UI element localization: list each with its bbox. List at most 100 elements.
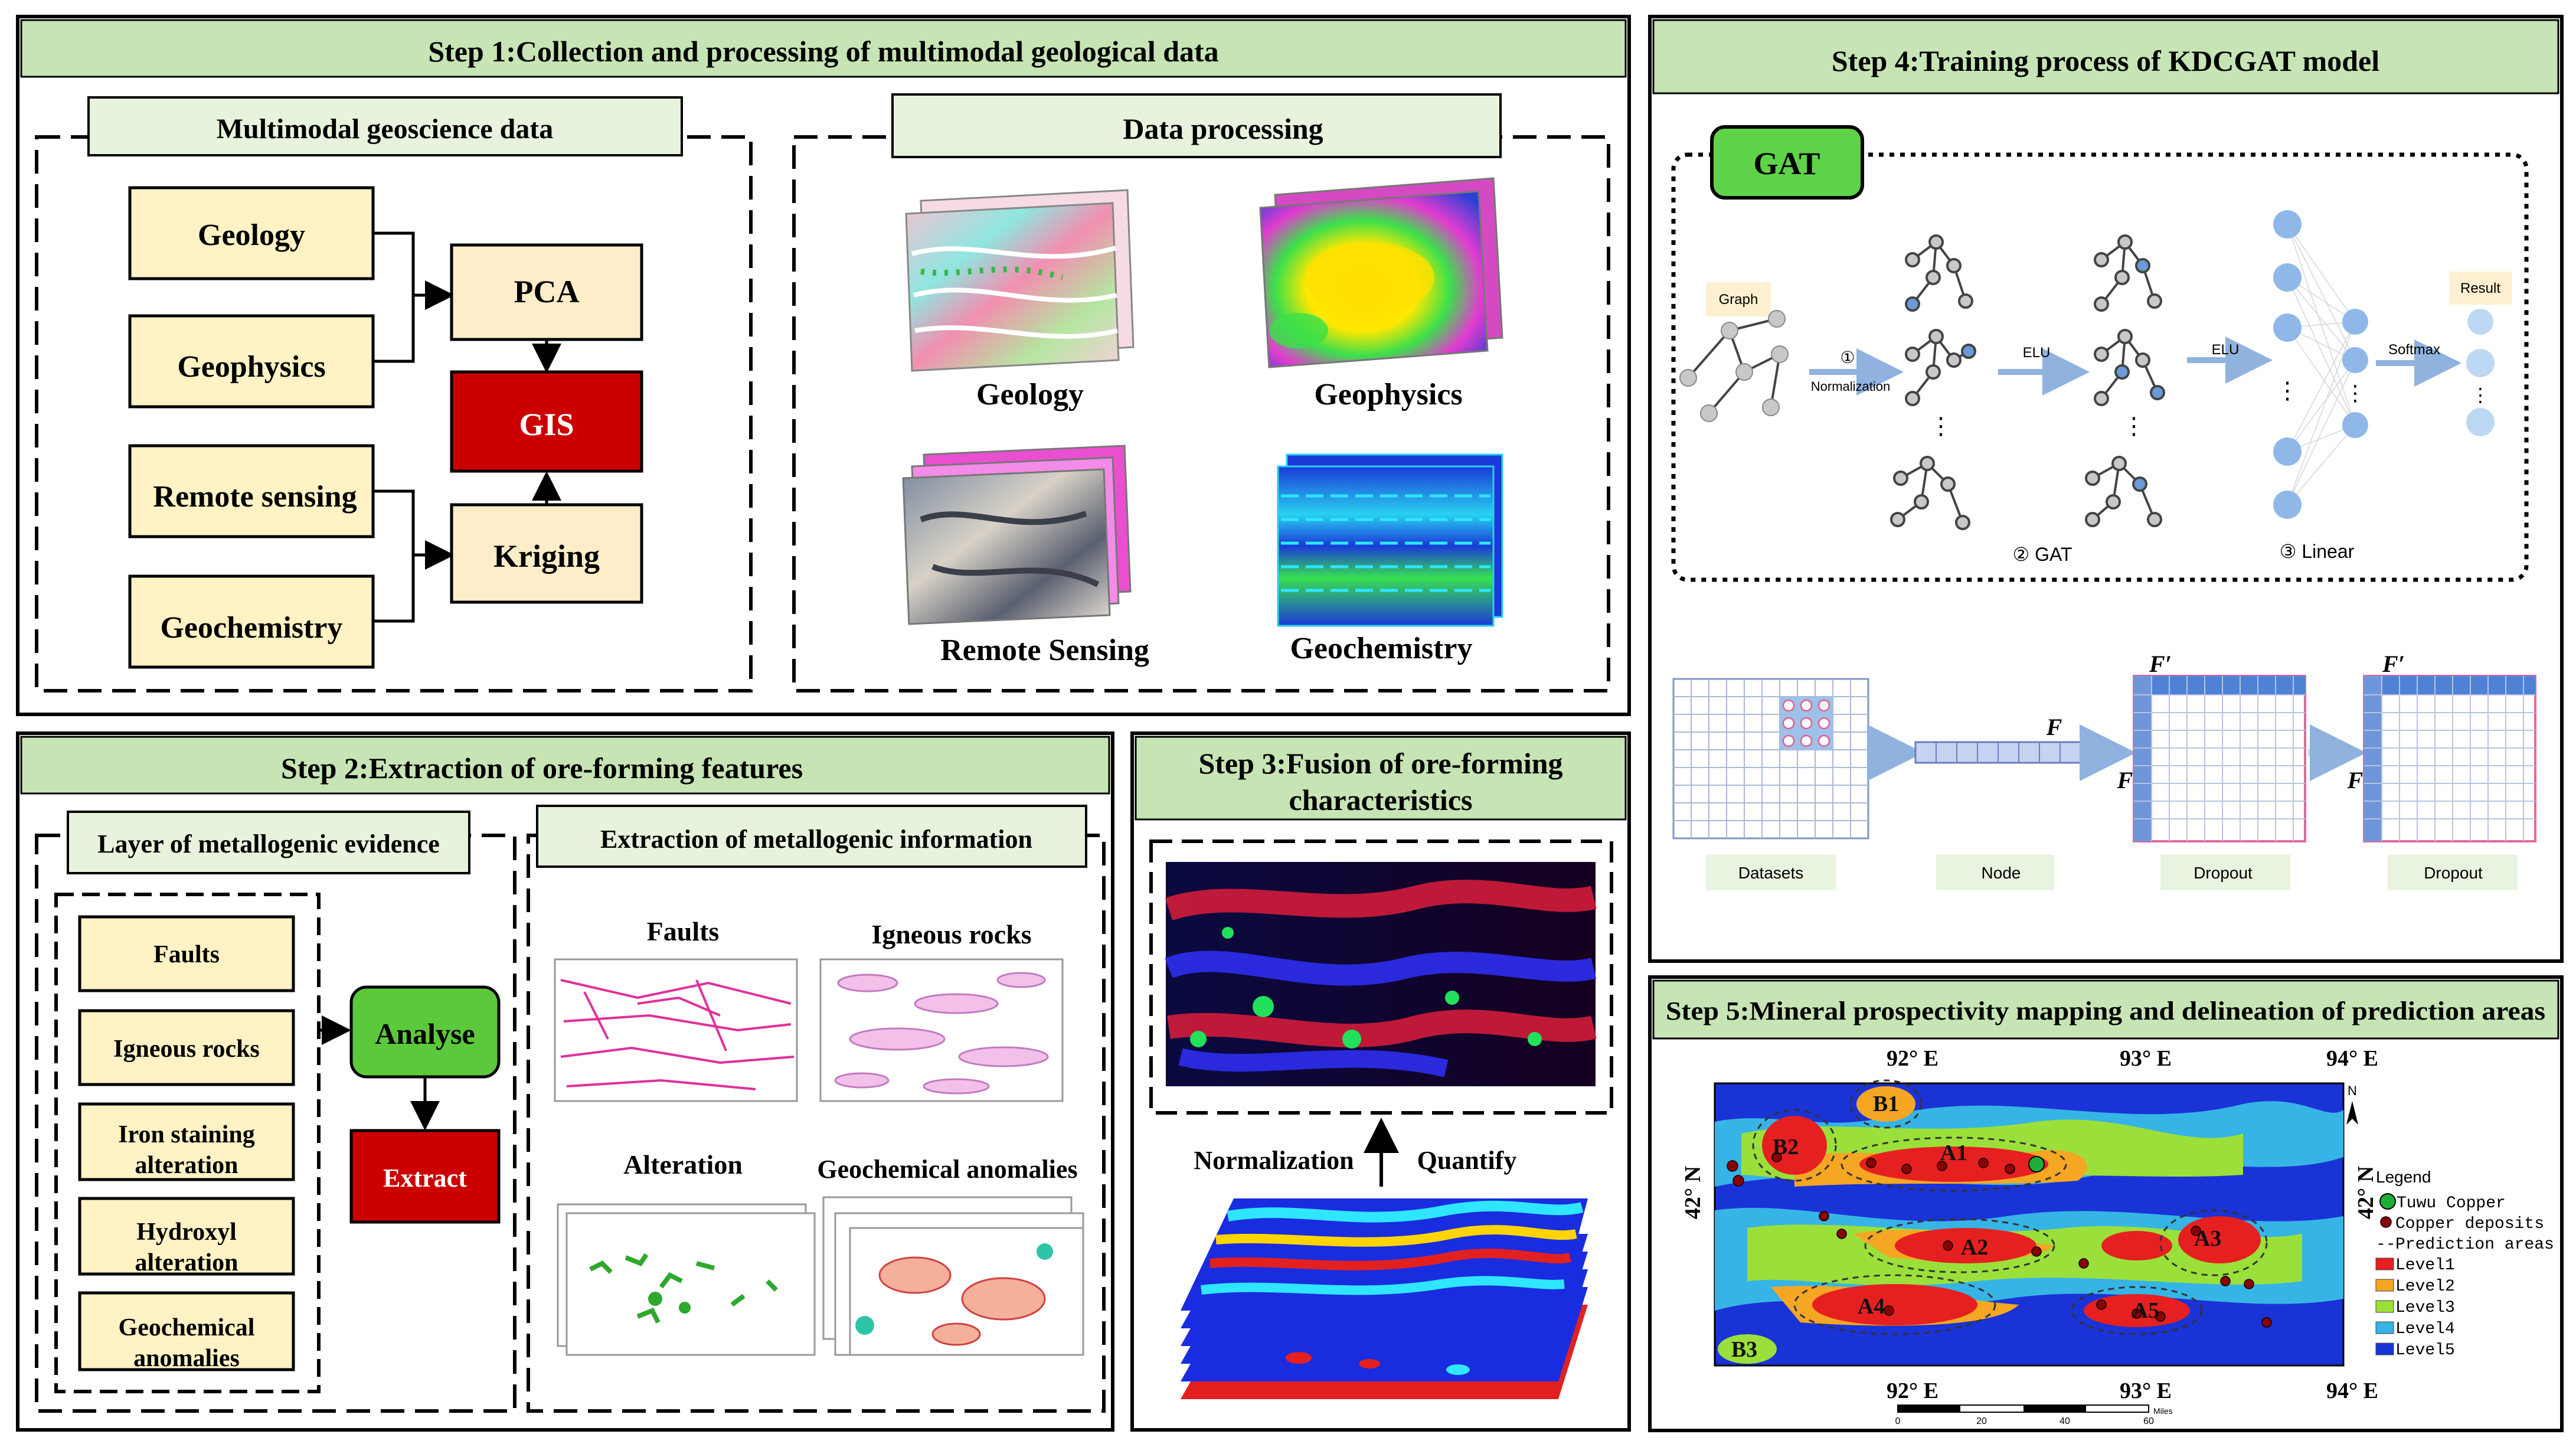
map-alteration-label: Alteration bbox=[623, 1149, 743, 1180]
dropout-matrix-1 bbox=[2133, 675, 2306, 842]
legend-level3: Level3 bbox=[2395, 1299, 2455, 1317]
bottom-label-dropout-2: Dropout bbox=[2388, 855, 2518, 890]
gis-box: GIS bbox=[450, 370, 643, 473]
processed-geology-label: Geology bbox=[976, 378, 1084, 411]
legend-level2-swatch bbox=[2375, 1279, 2394, 1292]
legend-level4-swatch bbox=[2375, 1321, 2394, 1334]
legend-prediction: Prediction areas bbox=[2395, 1236, 2554, 1254]
step1-panel: Step 1:Collection and processing of mult… bbox=[16, 15, 1631, 716]
prediction-area-labels: B1 B2 A1 A2 A3 A4 A5 B3 bbox=[1731, 1092, 2221, 1362]
linear-dots-1: ⋮ bbox=[2276, 378, 2299, 404]
processed-geophysics-image bbox=[1259, 177, 1503, 368]
gat-badge: GAT bbox=[1710, 125, 1864, 200]
legend-level1-swatch bbox=[2375, 1257, 2394, 1270]
pca-label: PCA bbox=[514, 274, 580, 309]
fusion-image bbox=[1165, 862, 1597, 1086]
node-label: Node bbox=[1982, 864, 2021, 882]
top-tick-92: 92° E bbox=[1887, 1046, 1938, 1071]
scale-0: 0 bbox=[1895, 1416, 1901, 1426]
kriging-label: Kriging bbox=[493, 538, 600, 574]
source-geophysics-box: Geophysics bbox=[128, 314, 375, 409]
norm-step-label: Normalization bbox=[1811, 379, 1891, 394]
bottom-label-dropout-1: Dropout bbox=[2160, 855, 2290, 890]
source-geochemistry-label: Geochemistry bbox=[160, 611, 342, 645]
normalization-label: Normalization bbox=[1194, 1146, 1354, 1175]
map-geochem-image bbox=[822, 1196, 1084, 1356]
top-tick-94: 94° E bbox=[2326, 1046, 2378, 1071]
datasets-grid bbox=[1672, 678, 1869, 840]
legend-tuwu-marker bbox=[2379, 1193, 2396, 1210]
gat-dots-2: ⋮ bbox=[2122, 413, 2146, 439]
processed-geochemistry-image bbox=[1277, 453, 1503, 627]
gat-dots-1: ⋮ bbox=[1929, 413, 1953, 439]
area-a5-label: A5 bbox=[2132, 1298, 2159, 1323]
result-dots: ⋮ bbox=[2471, 384, 2490, 406]
gat-layer-1 bbox=[1890, 234, 1976, 530]
tuwu-copper-marker bbox=[2028, 1156, 2045, 1172]
area-a1-label: A1 bbox=[1940, 1141, 1967, 1165]
legend-copper: Copper deposits bbox=[2395, 1215, 2544, 1233]
gat-layer-2 bbox=[2085, 234, 2165, 527]
legend-copper-marker bbox=[2380, 1216, 2392, 1228]
evidence-faults-label: Faults bbox=[153, 941, 220, 968]
gis-label: GIS bbox=[519, 407, 574, 442]
map-faults-image bbox=[554, 958, 798, 1102]
gat-step-label: ② GAT bbox=[2013, 544, 2072, 565]
map-igneous-label: Igneous rocks bbox=[871, 919, 1031, 949]
processed-remote-sensing-image bbox=[902, 445, 1132, 625]
legend-level5-swatch bbox=[2375, 1343, 2394, 1355]
source-geochemistry-box: Geochemistry bbox=[128, 574, 375, 669]
area-a3-label: A3 bbox=[2194, 1226, 2221, 1251]
map-legend: Legend Tuwu Copper Copper deposits -- Pr… bbox=[2375, 1168, 2554, 1360]
dropout1-f-label: F bbox=[2117, 767, 2133, 793]
pca-box: PCA bbox=[450, 243, 643, 341]
datasets-label: Datasets bbox=[1738, 864, 1804, 882]
area-b1-label: B1 bbox=[1873, 1092, 1899, 1116]
step5-panel: Step 5:Mineral prospectivity mapping and… bbox=[1648, 975, 2564, 1432]
legend-title: Legend bbox=[2376, 1168, 2431, 1186]
dropout2-label: Dropout bbox=[2424, 864, 2483, 882]
linear-step-label: ③ Linear bbox=[2280, 541, 2355, 562]
legend-level5: Level5 bbox=[2395, 1341, 2455, 1360]
node-f-label: F bbox=[2046, 714, 2062, 740]
dropout2-fprime-label: F′ bbox=[2382, 651, 2405, 677]
map-igneous-image bbox=[819, 958, 1064, 1102]
step4-panel: Step 4:Training process of KDCGAT model … bbox=[1648, 15, 2564, 963]
source-remote-sensing-box: Remote sensing bbox=[128, 444, 375, 538]
elu-label-2: ELU bbox=[2212, 342, 2240, 358]
evidence-igneous-box: Igneous rocks bbox=[78, 1009, 295, 1086]
scale-20: 20 bbox=[1976, 1416, 1987, 1426]
area-a2-label: A2 bbox=[1961, 1235, 1988, 1260]
evidence-faults-box: Faults bbox=[78, 915, 295, 992]
node-vector bbox=[1914, 741, 2085, 764]
dropout-matrix-2 bbox=[2363, 675, 2536, 842]
result-layer: Result ⋮ bbox=[2450, 272, 2512, 436]
extract-label: Extract bbox=[383, 1164, 467, 1193]
scale-bar: 0 20 40 60 Miles bbox=[1895, 1404, 2173, 1426]
processed-geology-image bbox=[905, 189, 1135, 372]
map-alteration-image bbox=[557, 1203, 816, 1356]
result-label: Result bbox=[2460, 280, 2500, 296]
extract-box: Extract bbox=[349, 1129, 501, 1224]
scale-40: 40 bbox=[2060, 1416, 2070, 1426]
legend-level2: Level2 bbox=[2395, 1278, 2455, 1296]
bottom-tick-94: 94° E bbox=[2326, 1379, 2378, 1403]
processed-remote-sensing-label: Remote Sensing bbox=[940, 633, 1149, 667]
step5-title: Step 5:Mineral prospectivity mapping and… bbox=[1666, 997, 2545, 1025]
processed-geophysics-label: Geophysics bbox=[1314, 378, 1462, 411]
map-geochem-label: Geochemical anomalies bbox=[817, 1155, 1077, 1184]
softmax-label: Softmax bbox=[2388, 342, 2440, 358]
top-tick-93: 93° E bbox=[2120, 1046, 2172, 1071]
quantify-label: Quantify bbox=[1417, 1146, 1517, 1175]
step4-title: Step 4:Training process of KDCGAT model bbox=[1832, 44, 2379, 77]
source-remote-sensing-label: Remote sensing bbox=[153, 480, 357, 514]
bottom-tick-93: 93° E bbox=[2120, 1379, 2172, 1403]
elu-label-1: ELU bbox=[2023, 345, 2051, 361]
legend-pred-symbol: -- bbox=[2376, 1236, 2396, 1254]
bottom-label-node: Node bbox=[1936, 855, 2054, 890]
